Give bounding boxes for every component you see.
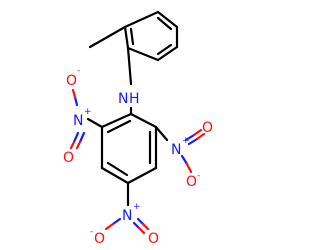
- amine-h-label: H: [129, 91, 140, 107]
- right-nitro-o-top-label: O: [202, 120, 213, 136]
- amine-n-label: N: [118, 91, 128, 107]
- left-nitro-n-label: N: [73, 113, 83, 129]
- right-nitro-bond: [154, 125, 169, 142]
- picryl-ring: [100, 112, 158, 185]
- right-nitro-o-bottom-charge: -: [197, 171, 200, 181]
- left-nitro-n-o-top-bond: [73, 95, 79, 107]
- right-nitro-plus: +: [182, 136, 190, 146]
- bottom-nitro-o-right-label: O: [148, 231, 159, 247]
- left-nitro-plus: +: [84, 107, 92, 117]
- left-nitro-bond: [86, 117, 104, 129]
- left-nitro-o-top-charge: -: [77, 66, 80, 76]
- bottom-nitro-n-o-left-bond: [111, 217, 122, 226]
- molecule-diagram: N H N + O - O N + O O - N + O - O: [63, 10, 213, 247]
- bottom-nitro-plus: +: [133, 202, 141, 212]
- right-nitro-n-label: N: [171, 142, 181, 158]
- bottom-nitro-o-left-label: O: [94, 231, 105, 247]
- tolyl-ring: [123, 10, 179, 62]
- left-nitro-n-o-bottom-bond: [72, 131, 80, 144]
- bottom-nitro-n-o-right-bond: [136, 217, 145, 226]
- right-nitro-o-bottom-label: O: [186, 174, 197, 190]
- left-nitro-o-top-label: O: [66, 73, 77, 89]
- methyl-bond: [88, 25, 127, 49]
- ring-to-nh-bond: [126, 46, 133, 86]
- right-nitro-n-o-bottom-bond: [180, 154, 189, 166]
- bottom-nitro-o-left-charge: -: [90, 227, 93, 237]
- bottom-nitro-n-label: N: [122, 208, 132, 224]
- right-nitro-n-o-top-bond: [184, 133, 196, 142]
- left-nitro-o-bottom-label: O: [63, 150, 74, 166]
